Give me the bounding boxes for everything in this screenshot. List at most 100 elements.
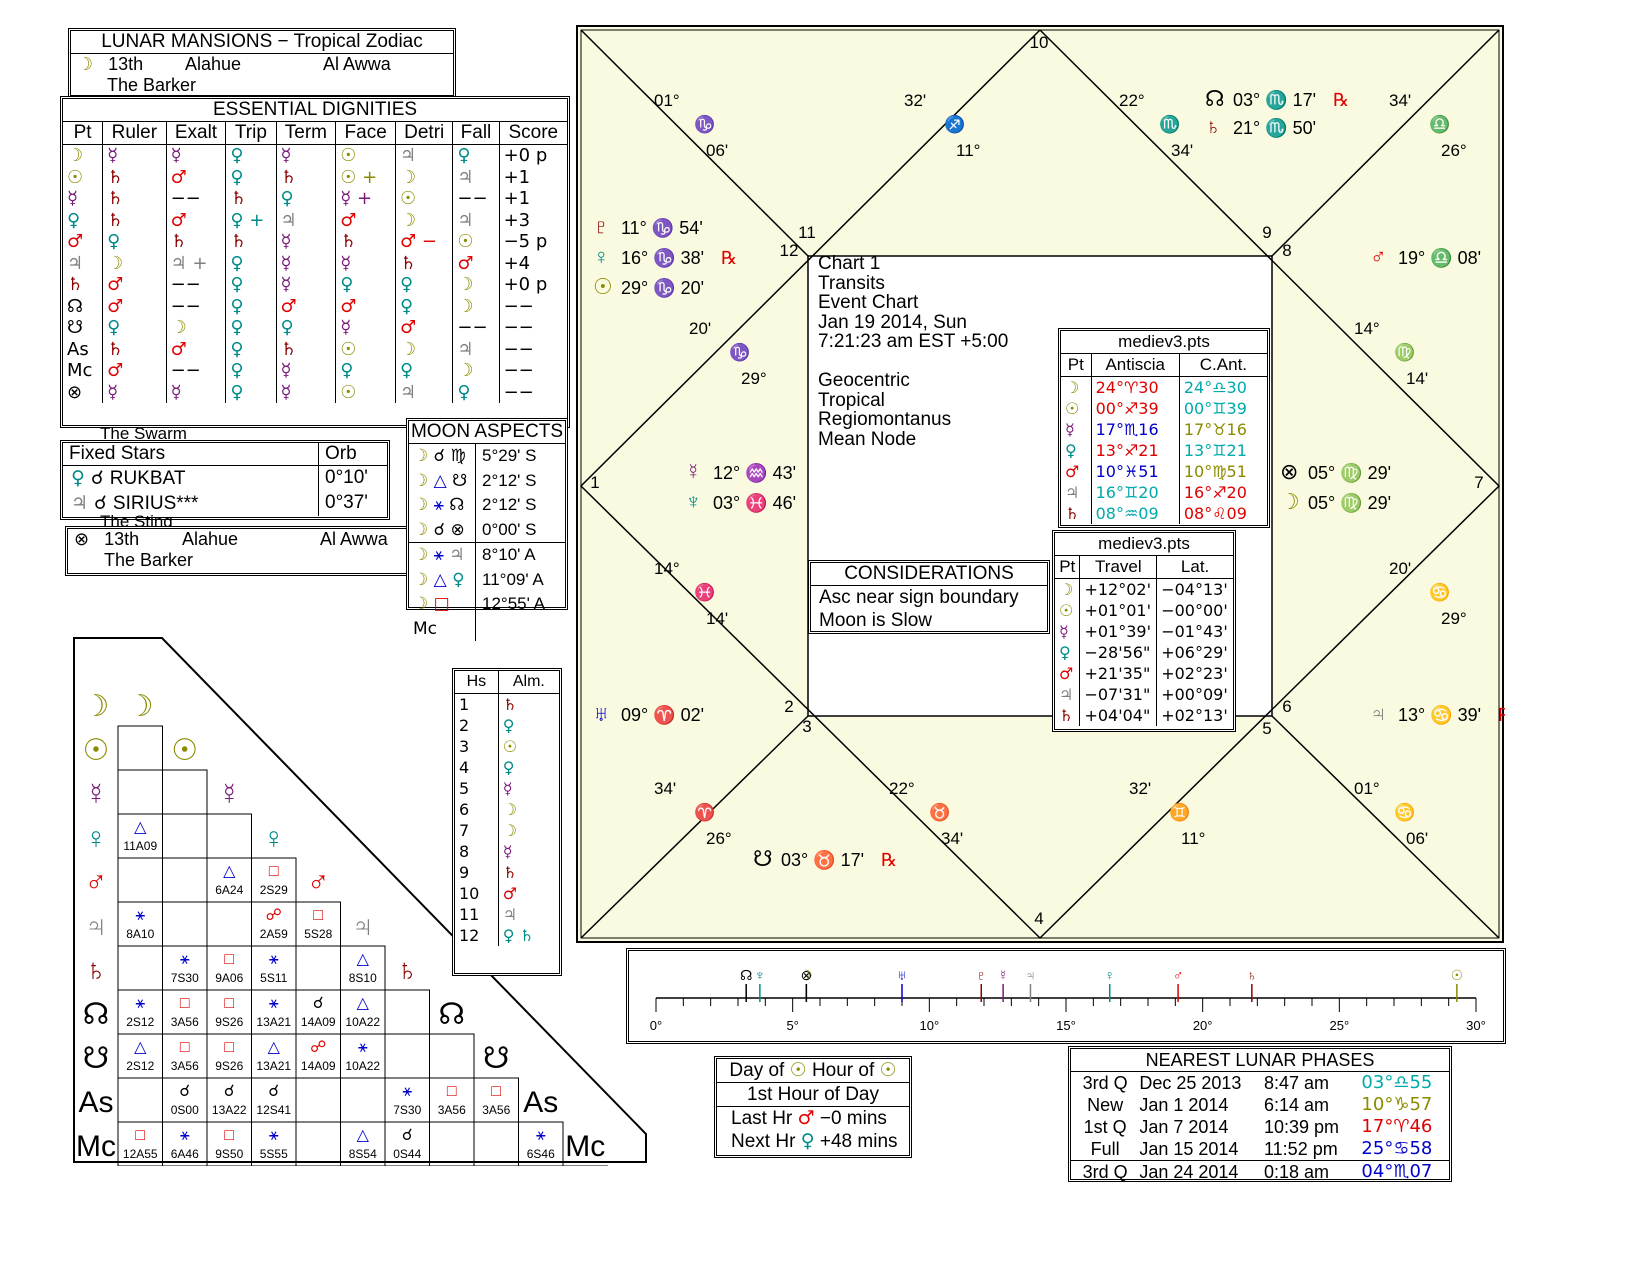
- aspect-symbol-icon: ⚹: [358, 1039, 368, 1056]
- table-cell: 16°♊20: [1090, 482, 1180, 503]
- lunar-phase-time: 10:39 pm: [1264, 1117, 1340, 1137]
- planet-icon: ☉: [593, 274, 613, 299]
- aspect-orb-value: 7S30: [393, 1103, 421, 1117]
- table-cell: 16°♐20: [1178, 482, 1267, 503]
- ruler-tick-label: 5°: [786, 1018, 798, 1033]
- moon-aspect-row: ☽ ☌ ♍5°29' S: [409, 444, 565, 469]
- house-line: [1271, 29, 1500, 257]
- cusp-minutes: 34': [941, 829, 963, 848]
- ruler-marker-icon: ♆: [755, 967, 766, 983]
- table-cell: 6: [459, 800, 470, 819]
- table-row: 11♃: [455, 904, 559, 925]
- lunar-phase-pos: 03°♎55: [1361, 1072, 1433, 1093]
- moon-aspect-row: ☽ ⚹ ☊2°12' S: [409, 493, 565, 518]
- table-cell: 24°♈30: [1090, 376, 1180, 398]
- dignities-cell: ☿: [165, 381, 226, 403]
- lunar-phase-date: Jan 7 2014: [1139, 1117, 1229, 1137]
- dignities-cell: ☽: [452, 295, 500, 317]
- grid-row-label: As: [78, 1086, 113, 1119]
- aspect-icon: ⚹: [428, 545, 450, 565]
- dignities-row: ♄♂−−♀☿♀♀☽+0 p: [63, 274, 567, 296]
- aspect-orb-value: 8A10: [126, 927, 154, 941]
- dignities-cell: ♄: [102, 209, 167, 231]
- table-row: 1♄: [455, 693, 559, 715]
- dignities-cell: +1: [498, 166, 567, 188]
- table-cell: ♃: [1065, 483, 1080, 502]
- dignities-cell: ♀: [225, 252, 276, 274]
- lunar-phase-phase: 3rd Q: [1082, 1073, 1128, 1093]
- table-row: 6☽: [455, 799, 559, 820]
- grid-row-label: Mc: [76, 1130, 116, 1163]
- planet-icon: ♆: [685, 489, 702, 514]
- aspect-symbol-icon: △: [357, 1127, 370, 1144]
- aspect-orb-value: 11A09: [123, 839, 157, 853]
- dignities-cell: ♀: [225, 338, 276, 360]
- dignities-cell: ♀: [225, 144, 276, 167]
- planet-icon: ♇: [593, 214, 610, 239]
- aspect-symbol-icon: □: [224, 1039, 234, 1056]
- dignities-row: ☉♄♂♀♄☉ +☽♃+1: [63, 166, 567, 188]
- cusp-sign-icon: ♍: [1394, 342, 1415, 362]
- considerations-panel: CONSIDERATIONS Asc near sign boundary Mo…: [808, 560, 1050, 634]
- dignities-cell: +3: [498, 209, 567, 231]
- aspect-orb-value: 9S50: [215, 1147, 243, 1161]
- moon-aspect-row: ☽ △ ♀11°09' A: [409, 567, 565, 592]
- house-diamond: [579, 29, 1501, 940]
- aspect-symbol-icon: ⚹: [269, 995, 279, 1012]
- chart-info-line: 7:21:23 am EST +5:00: [818, 331, 1009, 352]
- aspect-orb-value: 0S44: [393, 1147, 421, 1161]
- dignities-cell: ☿: [335, 252, 396, 274]
- aspect-symbol-icon: ☍: [310, 1039, 326, 1056]
- table-cell: ♀: [1059, 643, 1071, 662]
- fixed-stars-title: Fixed Stars: [69, 443, 166, 464]
- table-header: Alm.: [497, 671, 559, 694]
- dignities-cell: ♀: [102, 231, 167, 253]
- table-cell: 00°♐39: [1090, 398, 1180, 419]
- chart-info-line: Event Chart: [818, 292, 919, 313]
- planet-position: 05° ♍ 29': [1308, 492, 1391, 513]
- moon-aspects-title: MOON ASPECTS: [409, 421, 565, 444]
- lunar-phase-time: 6:14 am: [1264, 1095, 1330, 1115]
- dignities-cell: ☿: [275, 360, 336, 382]
- dignities-cell: ♀: [452, 144, 500, 167]
- dignities-cell: ☽: [452, 274, 500, 296]
- dignities-cell: ☉: [335, 381, 396, 403]
- dignities-cell: ♃: [395, 144, 453, 167]
- grid-row-label: ☉: [83, 734, 110, 767]
- table-cell: 10°♓51: [1090, 461, 1180, 482]
- grid-row-label: ☋: [83, 1042, 110, 1075]
- table-cell: +06°29': [1156, 642, 1233, 663]
- planet-position: 19° ♎ 08': [1398, 247, 1481, 268]
- ruler-marker-icon: ♇: [976, 967, 987, 983]
- dignities-cell: ♂: [395, 317, 453, 339]
- house-lines: [579, 29, 1501, 940]
- grid-diagonal-label: ☽: [127, 690, 154, 723]
- ruler-marker-icon: ♂: [1173, 967, 1184, 983]
- dignities-row: ♂♀♄♄☿♄♂ −☉−5 p: [63, 231, 567, 253]
- dignities-cell: ☉: [67, 166, 84, 188]
- aspect-symbol-icon: △: [268, 1039, 281, 1056]
- dignities-header: Term: [275, 122, 336, 145]
- dignities-cell: ☽: [165, 317, 226, 339]
- dignities-cell: ♀: [275, 317, 336, 339]
- table-cell: +21'35": [1079, 663, 1157, 684]
- dignities-cell: ♂: [165, 209, 226, 231]
- mansion-name: Alahue: [185, 54, 242, 74]
- dignities-cell: ☿: [275, 274, 336, 296]
- table-row: ♄+04'04"+02°13': [1055, 705, 1233, 726]
- dignities-cell: ♂: [335, 209, 396, 231]
- star-name: RUKBAT: [109, 468, 186, 489]
- lunar-mansions-panel: LUNAR MANSIONS − Tropical Zodiac ☽ 13th …: [68, 28, 456, 98]
- aspect-symbol-icon: ☌: [313, 995, 324, 1012]
- grid-diagonal-label: ♄: [396, 954, 419, 987]
- dignities-row: ☊♂−−♀♂♂♀☽−−: [63, 295, 567, 317]
- table-cell: ☉: [497, 736, 559, 757]
- cusp-degree: 01°: [654, 91, 680, 110]
- grid-diagonal-label: ☋: [483, 1042, 510, 1075]
